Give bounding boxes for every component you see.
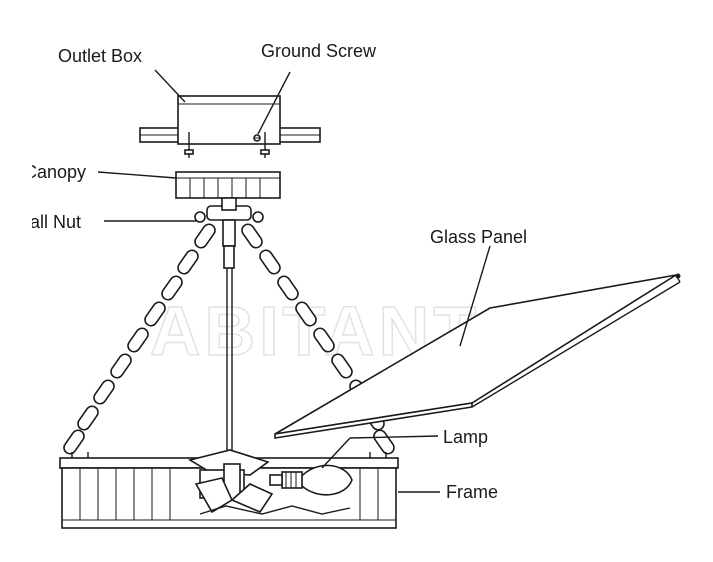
lamp (269, 464, 353, 496)
label-ball-nut: Ball Nut (18, 212, 81, 232)
ball-nut (194, 197, 264, 223)
outlet-box (177, 95, 281, 145)
mounting-screws (184, 132, 270, 158)
socket-assembly (187, 449, 351, 515)
ground-screw (253, 134, 261, 142)
label-canopy: Canopy (24, 162, 86, 182)
leader-lines (97, 69, 491, 493)
label-outlet-box: Outlet Box (58, 46, 142, 66)
center-stem (222, 219, 236, 470)
label-ground-screw: Ground Screw (261, 41, 377, 61)
glass-panel (274, 273, 681, 439)
label-frame: Frame (446, 482, 498, 502)
canopy (175, 171, 281, 199)
left-chain (63, 223, 216, 455)
edge-crop (0, 150, 32, 240)
label-lamp: Lamp (443, 427, 488, 447)
label-glass-panel: Glass Panel (430, 227, 527, 247)
